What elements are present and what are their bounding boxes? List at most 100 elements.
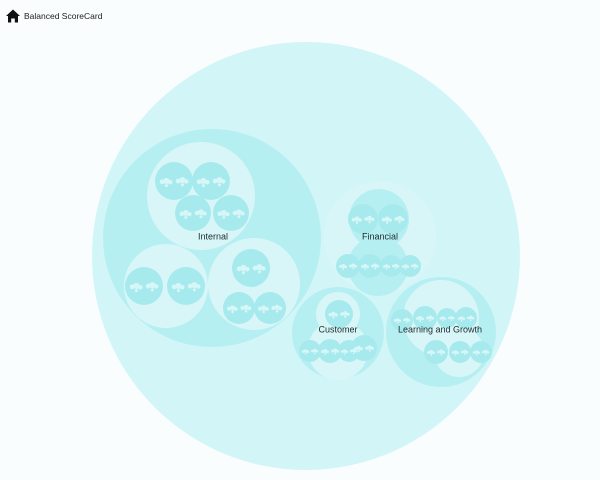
metric-group-circle[interactable] — [470, 341, 492, 363]
leaf-node[interactable] — [392, 264, 395, 268]
leaf-node[interactable] — [187, 212, 192, 217]
leaf-node[interactable] — [275, 309, 279, 313]
leaf-node[interactable] — [342, 311, 348, 316]
leaf-node[interactable] — [187, 283, 193, 289]
metric-group-circle[interactable] — [424, 340, 448, 364]
leaf-node[interactable] — [441, 316, 445, 320]
leaf-node[interactable] — [385, 267, 388, 270]
leaf-node[interactable] — [257, 270, 261, 274]
leaf-node[interactable] — [221, 179, 226, 184]
leaf-node[interactable] — [462, 317, 466, 321]
leaf-node[interactable] — [429, 319, 432, 322]
leaf-node[interactable] — [364, 217, 369, 221]
leaf-node[interactable] — [200, 177, 207, 185]
leaf-node[interactable] — [321, 349, 325, 354]
leaf-node[interactable] — [365, 346, 369, 350]
leaf-node[interactable] — [385, 221, 389, 224]
leaf-node[interactable] — [395, 318, 400, 322]
leaf-node[interactable] — [454, 353, 457, 356]
leaf-node[interactable] — [313, 348, 317, 353]
leaf-node[interactable] — [129, 284, 135, 290]
leaf-node[interactable] — [340, 312, 344, 316]
leaf-node[interactable] — [175, 178, 181, 184]
leaf-node[interactable] — [371, 264, 375, 268]
leaf-node[interactable] — [367, 215, 373, 221]
leaf-node[interactable] — [415, 264, 419, 268]
leaf-node[interactable] — [352, 352, 355, 355]
leaf-node[interactable] — [405, 321, 408, 324]
metric-group-circle[interactable] — [175, 195, 211, 231]
metric-group-circle[interactable] — [125, 267, 163, 305]
leaf-node[interactable] — [397, 215, 403, 221]
leaf-node[interactable] — [149, 282, 156, 289]
leaf-node[interactable] — [184, 179, 189, 184]
metric-group-circle[interactable] — [358, 254, 382, 278]
leaf-node[interactable] — [311, 349, 314, 353]
leaf-node[interactable] — [342, 349, 347, 353]
leaf-node[interactable] — [429, 350, 434, 354]
leaf-node[interactable] — [345, 350, 349, 354]
metric-group-circle[interactable] — [232, 249, 270, 287]
leaf-node[interactable] — [474, 350, 479, 354]
metric-group-circle[interactable] — [336, 254, 360, 278]
leaf-node[interactable] — [407, 318, 411, 322]
leaf-node[interactable] — [351, 217, 356, 222]
leaf-node[interactable] — [240, 264, 247, 272]
leaf-node[interactable] — [261, 305, 267, 311]
leaf-node[interactable] — [384, 264, 389, 268]
leaf-node[interactable] — [475, 353, 478, 356]
leaf-node[interactable] — [401, 265, 405, 268]
leaf-node[interactable] — [463, 349, 467, 354]
metric-group-circle[interactable] — [455, 307, 477, 329]
leaf-node[interactable] — [196, 284, 201, 289]
metric-group-circle[interactable] — [325, 300, 353, 328]
leaf-node[interactable] — [437, 350, 441, 354]
leaf-node[interactable] — [427, 350, 431, 355]
leaf-node[interactable] — [342, 267, 345, 270]
leaf-node[interactable] — [351, 263, 356, 268]
leaf-node[interactable] — [180, 285, 185, 290]
leaf-node[interactable] — [216, 177, 223, 184]
leaf-node[interactable] — [403, 318, 406, 322]
metric-group-circle[interactable] — [318, 339, 342, 363]
leaf-node[interactable] — [451, 351, 455, 354]
leaf-node[interactable] — [453, 350, 458, 354]
leaf-node[interactable] — [396, 264, 400, 268]
leaf-node[interactable] — [457, 317, 461, 320]
leaf-node[interactable] — [432, 351, 436, 355]
leaf-node[interactable] — [256, 264, 263, 271]
leaf-node[interactable] — [368, 349, 371, 352]
leaf-node[interactable] — [486, 350, 490, 354]
leaf-node[interactable] — [428, 315, 433, 320]
leaf-node[interactable] — [357, 350, 360, 353]
leaf-node[interactable] — [304, 352, 307, 355]
leaf-node[interactable] — [355, 221, 359, 224]
leaf-node[interactable] — [388, 218, 392, 222]
leaf-node[interactable] — [394, 267, 397, 270]
leaf-node[interactable] — [163, 177, 170, 185]
leaf-node[interactable] — [459, 316, 464, 320]
leaf-node[interactable] — [356, 345, 361, 351]
leaf-node[interactable] — [431, 316, 435, 320]
home-icon[interactable] — [5, 8, 21, 24]
leaf-node[interactable] — [467, 316, 470, 320]
leaf-node[interactable] — [180, 183, 184, 187]
leaf-node[interactable] — [367, 345, 372, 350]
leaf-node[interactable] — [196, 179, 202, 185]
leaf-node[interactable] — [334, 313, 338, 317]
metric-group-circle[interactable] — [348, 204, 378, 234]
leaf-node[interactable] — [175, 282, 182, 290]
leaf-node[interactable] — [138, 285, 143, 290]
leaf-node[interactable] — [443, 317, 447, 320]
leaf-node[interactable] — [225, 212, 230, 217]
leaf-node[interactable] — [202, 211, 207, 216]
leaf-node[interactable] — [199, 215, 203, 219]
leaf-node[interactable] — [373, 263, 378, 268]
leaf-node[interactable] — [416, 316, 420, 321]
metric-group-circle[interactable] — [351, 335, 377, 361]
leaf-node[interactable] — [328, 312, 333, 317]
metric-group-circle[interactable] — [449, 341, 471, 363]
leaf-node[interactable] — [331, 349, 335, 353]
leaf-node[interactable] — [418, 316, 423, 320]
leaf-node[interactable] — [359, 347, 363, 351]
